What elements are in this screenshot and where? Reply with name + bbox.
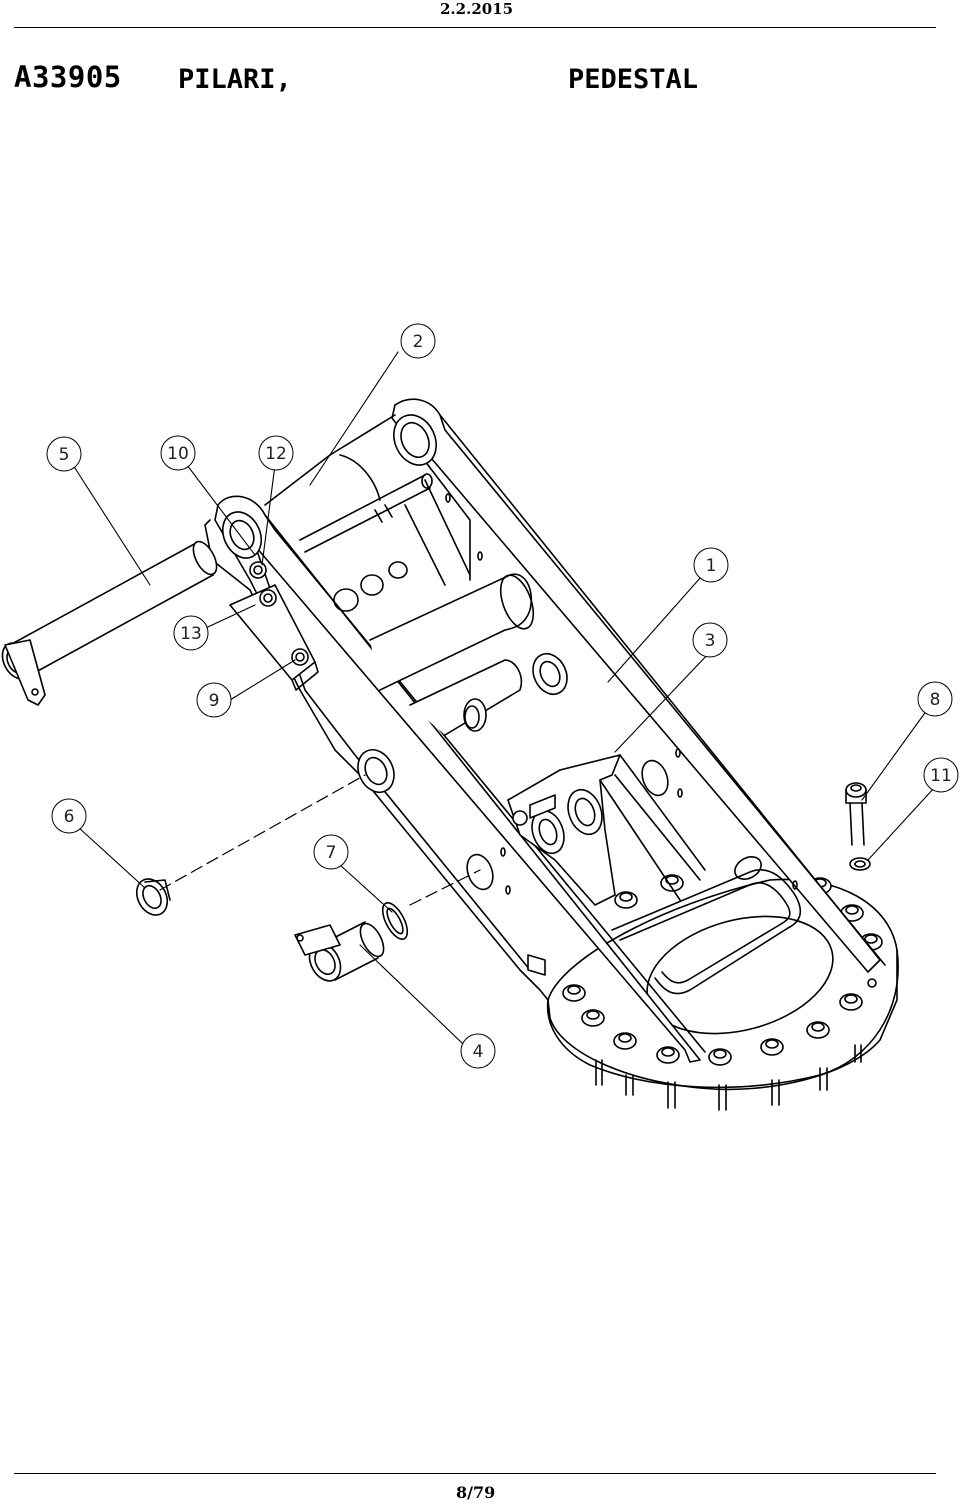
callout-13	[173, 615, 209, 651]
handle-loop	[611, 856, 802, 995]
assembly-centerline	[159, 774, 481, 906]
callout-label-9: 9	[209, 691, 220, 711]
callout-label-2: 2	[413, 332, 424, 352]
callout-label-13: 13	[180, 624, 202, 644]
callout-9	[196, 682, 232, 718]
callout-circles	[46, 323, 959, 1069]
callout-label-3: 3	[705, 631, 716, 651]
flange-studs	[595, 1044, 862, 1111]
callout-label-1: 1	[706, 556, 717, 576]
callout-2	[400, 323, 436, 359]
callout-labels: 1 2 3 4 5 6 7 8 9 10 11 12 13	[59, 332, 952, 1062]
retaining-ring	[381, 902, 409, 940]
callout-5	[46, 436, 82, 472]
column-holes	[333, 493, 798, 895]
callout-10	[160, 435, 196, 471]
callout-7	[313, 834, 349, 870]
page-number: 8/79	[456, 1483, 496, 1502]
bracket-plate	[229, 561, 319, 691]
base-tab	[527, 954, 546, 976]
hinge-assembly	[507, 754, 706, 906]
leader-lines	[72, 351, 936, 1044]
callout-label-5: 5	[59, 445, 70, 465]
washer	[849, 857, 871, 871]
callout-4	[460, 1033, 496, 1069]
document-date: 2.2.2015	[440, 0, 514, 18]
cross-bar-top	[299, 473, 433, 553]
callout-label-8: 8	[930, 690, 941, 710]
part-code: A33905	[14, 60, 122, 94]
cap-screw	[845, 782, 867, 846]
callout-1	[693, 547, 729, 583]
lug-bushings	[221, 414, 568, 793]
callout-12	[258, 435, 294, 471]
pin-short	[294, 921, 385, 982]
callout-label-11: 11	[930, 766, 952, 786]
cross-tube	[369, 573, 535, 736]
header-rule	[14, 27, 936, 28]
part-name-finnish: PILARI,	[178, 64, 292, 95]
footer-rule	[14, 1473, 936, 1474]
callout-label-7: 7	[326, 843, 337, 863]
callout-label-4: 4	[473, 1042, 484, 1062]
pin-long	[1, 540, 218, 706]
callout-label-10: 10	[167, 444, 189, 464]
callout-8	[917, 681, 953, 717]
callout-3	[692, 622, 728, 658]
callout-11	[923, 757, 959, 793]
callout-label-12: 12	[265, 444, 287, 464]
callout-6	[51, 798, 87, 834]
part-name-english: PEDESTAL	[568, 64, 699, 95]
callout-label-6: 6	[64, 807, 75, 827]
